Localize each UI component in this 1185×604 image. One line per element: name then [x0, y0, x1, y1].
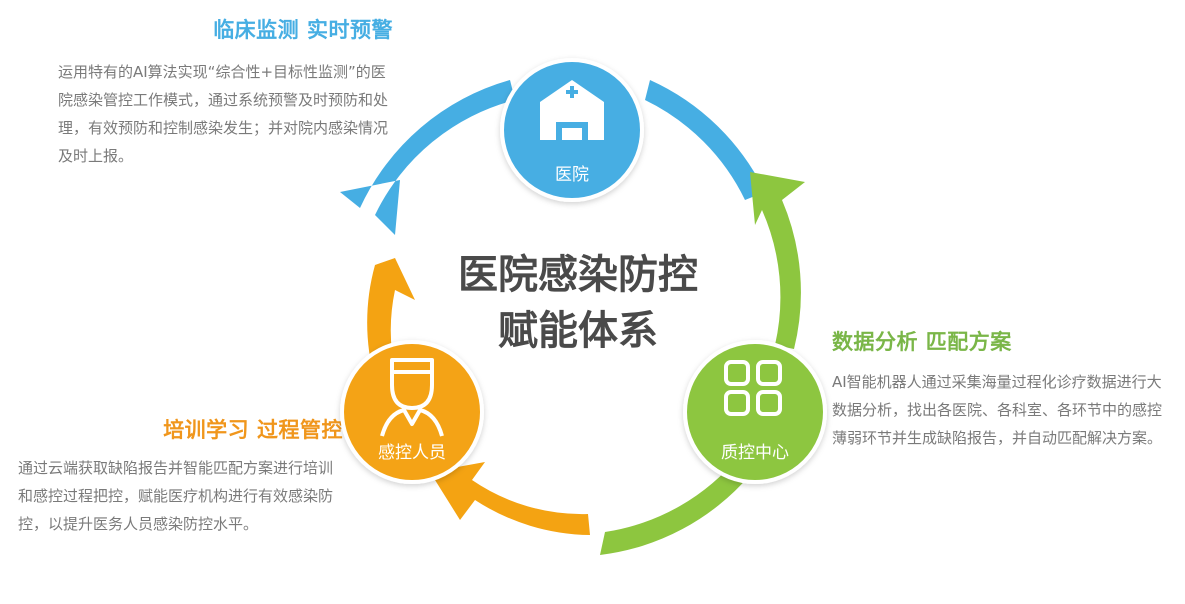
arc-orange	[430, 462, 590, 535]
node-qc: 质控中心	[683, 340, 827, 484]
arc-green	[750, 172, 805, 349]
node-hospital: 医院	[500, 58, 644, 202]
nurse-icon	[380, 358, 444, 437]
section-text: 运用特有的AI算法实现“综合性+目标性监测”的医院感染管控工作模式，通过系统预警…	[58, 63, 389, 165]
section-title: 临床监测 实时预警	[213, 18, 393, 42]
center-title-line2: 赋能体系	[498, 308, 658, 354]
node-staff-label: 感控人员	[378, 443, 446, 463]
grid-icon	[724, 360, 782, 416]
node-qc-label: 质控中心	[721, 443, 789, 463]
section-clinical-monitoring: 临床监测 实时预警 运用特有的AI算法实现“综合性+目标性监测”的医院感染管控工…	[58, 14, 393, 170]
arc-blue	[340, 80, 515, 235]
arc-green-bottom	[600, 455, 750, 555]
section-text: 通过云端获取缺陷报告并智能匹配方案进行培训和感控过程把控，赋能医疗机构进行有效感…	[18, 459, 334, 533]
section-title: 培训学习 过程管控	[163, 418, 343, 442]
section-training: 培训学习 过程管控 通过云端获取缺陷报告并智能匹配方案进行培训和感控过程把控，赋…	[18, 414, 343, 538]
center-title-line1: 医院感染防控	[458, 252, 698, 298]
node-staff: 感控人员	[340, 340, 484, 484]
hospital-icon	[540, 80, 604, 140]
cycle-diagram: 医院感染防控 赋能体系 医院 质控中心 感控人员	[340, 58, 827, 555]
section-text: AI智能机器人通过采集海量过程化诊疗数据进行大数据分析，找出各医院、各科室、各环…	[832, 373, 1163, 447]
arc-blue-right	[645, 80, 765, 200]
section-data-analysis: 数据分析 匹配方案 AI智能机器人通过采集海量过程化诊疗数据进行大数据分析，找出…	[832, 326, 1162, 452]
section-title: 数据分析 匹配方案	[832, 330, 1012, 354]
node-hospital-label: 医院	[555, 165, 589, 185]
